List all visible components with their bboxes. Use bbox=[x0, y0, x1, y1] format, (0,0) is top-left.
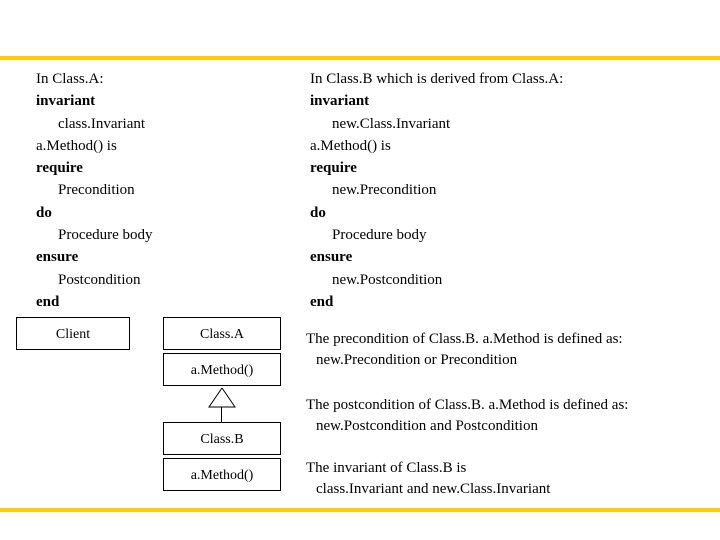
class-b-end-keyword: end bbox=[310, 293, 334, 310]
uml-class-client: Client bbox=[16, 317, 130, 350]
note-postcondition-expr-right: Postcondition bbox=[451, 418, 538, 434]
note-precondition: The precondition of Class.B. a.Method is… bbox=[306, 329, 623, 371]
uml-class-b-operations: a.Method() bbox=[163, 458, 281, 491]
note-precondition-expr-left: new.Precondition bbox=[316, 352, 425, 368]
note-postcondition-line1: The postcondition of Class.B. a.Method i… bbox=[306, 397, 629, 413]
class-b-invariant-keyword: invariant bbox=[310, 93, 370, 110]
class-a-precondition: Precondition bbox=[58, 182, 135, 199]
class-b-precondition: new.Precondition bbox=[332, 182, 437, 199]
uml-class-a-label: Class.A bbox=[200, 327, 244, 342]
top-accent-rule bbox=[0, 56, 720, 60]
class-a-heading: In Class.A: bbox=[36, 71, 104, 87]
class-b-code-block: In Class.B which is derived from Class.A… bbox=[310, 68, 563, 313]
class-a-ensure-keyword: ensure bbox=[36, 249, 79, 266]
generalization-connector-line bbox=[221, 407, 222, 423]
uml-class-a-operations: a.Method() bbox=[163, 353, 281, 386]
note-postcondition-expr-left: new.Postcondition bbox=[316, 418, 431, 434]
class-a-method-signature: a.Method() is bbox=[36, 137, 117, 154]
class-b-do-keyword: do bbox=[310, 204, 326, 221]
class-b-require-keyword: require bbox=[310, 160, 357, 177]
class-a-code-block: In Class.A: invariant class.Invariant a.… bbox=[36, 68, 153, 313]
uml-class-b-header: Class.B bbox=[163, 422, 281, 455]
note-invariant-line1: The invariant of Class.B is bbox=[306, 460, 467, 476]
note-invariant-operator: and bbox=[406, 481, 429, 497]
note-invariant-expr-left: class.Invariant bbox=[316, 481, 407, 497]
uml-class-a-method-label: a.Method() bbox=[190, 363, 254, 378]
note-invariant: The invariant of Class.B is class.Invari… bbox=[306, 458, 550, 500]
bottom-accent-rule bbox=[0, 508, 720, 512]
note-postcondition-operator: and bbox=[430, 418, 452, 434]
note-invariant-expr-right: new.Class.Invariant bbox=[428, 481, 551, 497]
class-a-postcondition: Postcondition bbox=[58, 271, 141, 288]
class-b-method-signature: a.Method() is bbox=[310, 137, 391, 154]
note-precondition-line1: The precondition of Class.B. a.Method is… bbox=[306, 331, 623, 347]
class-b-heading: In Class.B which is derived from Class.A… bbox=[310, 71, 564, 87]
class-a-body: Procedure body bbox=[58, 227, 153, 244]
class-b-ensure-keyword: ensure bbox=[310, 249, 353, 266]
class-a-invariant-value: class.Invariant bbox=[58, 115, 146, 132]
uml-class-a-header: Class.A bbox=[163, 317, 281, 350]
note-precondition-operator: or bbox=[424, 352, 437, 368]
uml-class-b-label: Class.B bbox=[200, 432, 244, 447]
note-postcondition: The postcondition of Class.B. a.Method i… bbox=[306, 395, 628, 437]
class-b-postcondition: new.Postcondition bbox=[332, 271, 443, 288]
class-a-end-keyword: end bbox=[36, 293, 60, 310]
uml-class-b-method-label: a.Method() bbox=[190, 468, 254, 483]
class-a-do-keyword: do bbox=[36, 204, 52, 221]
class-b-invariant-value: new.Class.Invariant bbox=[332, 115, 451, 132]
uml-client-label: Client bbox=[55, 327, 91, 342]
class-a-invariant-keyword: invariant bbox=[36, 93, 96, 110]
note-precondition-expr-right: Precondition bbox=[436, 352, 518, 368]
class-a-require-keyword: require bbox=[36, 160, 83, 177]
class-b-body: Procedure body bbox=[332, 227, 427, 244]
